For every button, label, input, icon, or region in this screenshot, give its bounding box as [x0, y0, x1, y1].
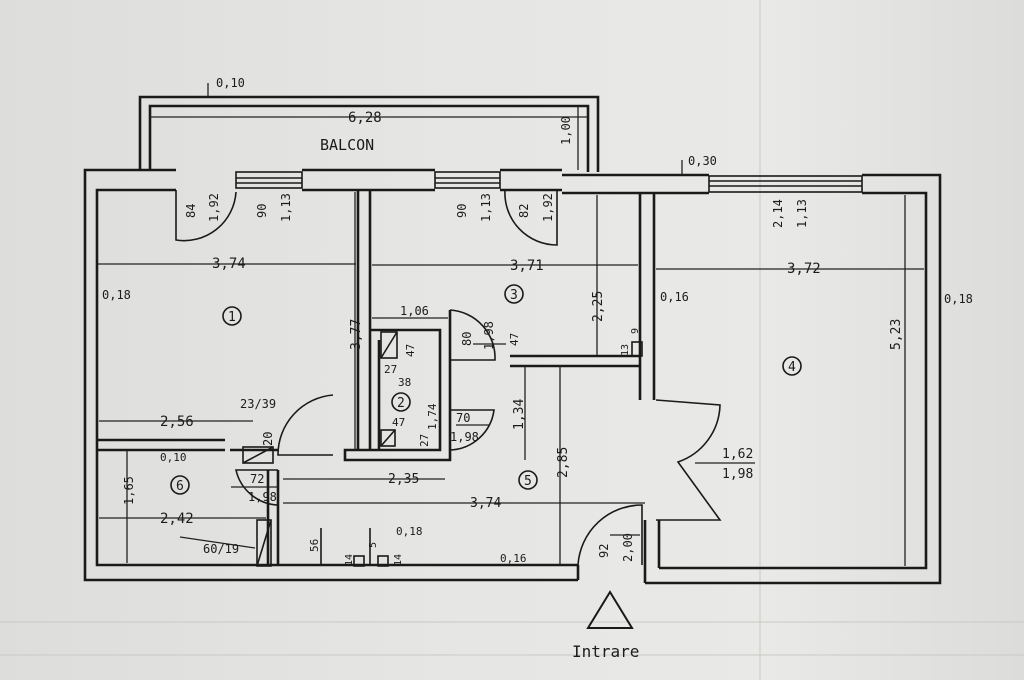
dim-door-198b: 1,98 — [482, 321, 496, 350]
dim-balcony-depth: 1,00 — [559, 116, 573, 145]
dim-018c: 0,18 — [396, 525, 423, 538]
fixtures — [242, 331, 643, 567]
dim-wall-018-left: 0,18 — [102, 288, 131, 302]
dim-door-192b: 1,92 — [541, 193, 555, 222]
dim-14b: 14 — [393, 554, 404, 566]
entrance-arrow-icon — [586, 590, 634, 629]
dim-016b: 0,16 — [500, 552, 527, 565]
room-4-marker: 4 — [788, 360, 796, 375]
dim-room3-width: 3,71 — [510, 258, 544, 274]
dim-47c: 47 — [508, 333, 521, 346]
dim-win-90b: 90 — [455, 204, 469, 218]
dim-balcony-width: 6,28 — [348, 110, 382, 126]
dim-door-198a: 1,98 — [450, 430, 479, 444]
room-2-marker: 2 — [397, 396, 405, 411]
dim-room6-height: 1,65 — [122, 476, 136, 505]
room-markers: 1 2 3 4 5 6 — [170, 284, 802, 495]
dim-door-20: 20 — [261, 432, 275, 446]
dim-wall-030: 0,30 — [688, 154, 717, 168]
dim-wall-018-right: 0,18 — [944, 292, 973, 306]
dim-9: 9 — [630, 328, 641, 334]
dim-win-90a: 90 — [255, 204, 269, 218]
dim-door-72: 72 — [250, 472, 264, 486]
dim-win-113c: 1,13 — [795, 199, 809, 228]
dim-285: 2,85 — [556, 447, 571, 478]
dim-60-19: 60/19 — [203, 542, 239, 556]
dim-room4-width: 3,72 — [787, 261, 821, 277]
dim-14a: 14 — [344, 554, 355, 566]
dim-235: 2,35 — [388, 472, 419, 487]
dim-door-92: 92 — [597, 544, 611, 558]
dim-room1-height: 3,77 — [349, 319, 364, 350]
room-5-marker: 5 — [524, 474, 532, 489]
dim-door-84: 84 — [184, 204, 198, 218]
dim-door-200: 2,00 — [621, 533, 635, 562]
labels: BALCON Intrare 0,10 6,28 1,00 0,30 84 1,… — [102, 76, 973, 661]
room-1-marker: 1 — [228, 310, 236, 325]
windows — [235, 171, 863, 193]
dim-106: 1,06 — [400, 304, 429, 318]
dim-win-113b: 1,13 — [479, 193, 493, 222]
balcony-walls — [138, 95, 600, 172]
dim-174: 1,74 — [426, 403, 439, 430]
dim-door-192a: 1,92 — [207, 193, 221, 222]
dim-56: 56 — [308, 539, 321, 552]
dim-door-70: 70 — [456, 411, 470, 425]
dim-room1-width: 3,74 — [212, 256, 246, 272]
dim-room6-width: 2,42 — [160, 511, 194, 527]
dim-5: 5 — [368, 542, 379, 548]
dim-13: 13 — [620, 344, 631, 356]
room-6-marker: 6 — [176, 479, 184, 494]
dim-room3-height: 2,25 — [591, 291, 606, 322]
entrance-label: Intrare — [572, 642, 639, 661]
dim-door-198c: 1,98 — [248, 490, 277, 504]
dim-door-162: 1,62 — [722, 447, 753, 462]
exterior-walls — [83, 168, 942, 585]
dim-47b: 47 — [392, 416, 405, 429]
dim-door-198d: 1,98 — [722, 467, 753, 482]
dim-374b: 3,74 — [470, 496, 501, 511]
dim-room4-height: 5,23 — [889, 319, 904, 350]
dim-23-39: 23/39 — [240, 397, 276, 411]
dim-010b: 0,10 — [160, 451, 187, 464]
dim-38: 38 — [398, 376, 411, 389]
dim-wall-010: 0,10 — [216, 76, 245, 90]
dim-door-82: 82 — [517, 204, 531, 218]
door-swings — [175, 189, 722, 566]
dimension-lines — [98, 83, 924, 566]
dim-134: 1,34 — [512, 399, 527, 430]
dim-47a: 47 — [404, 344, 417, 357]
dim-27a: 27 — [384, 363, 397, 376]
dim-door-80: 80 — [460, 332, 474, 346]
dim-27b: 27 — [418, 434, 431, 447]
dim-win-214: 2,14 — [771, 199, 785, 228]
interior-walls — [97, 190, 656, 565]
room-3-marker: 3 — [510, 288, 518, 303]
dim-256: 2,56 — [160, 414, 194, 430]
dim-wall-016: 0,16 — [660, 290, 689, 304]
dim-win-113a: 1,13 — [279, 193, 293, 222]
balcony-label: BALCON — [320, 136, 374, 154]
